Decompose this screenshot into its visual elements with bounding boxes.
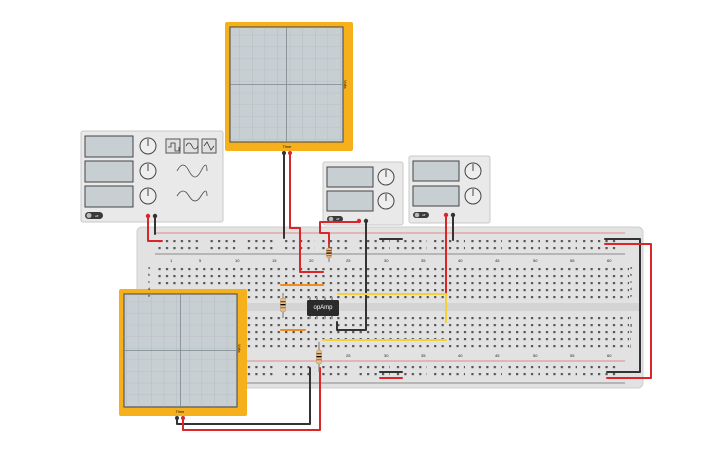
- wire-top-scope-red: [289, 153, 324, 273]
- column-number: 30: [384, 258, 389, 263]
- top-oscilloscope[interactable]: [225, 22, 353, 155]
- column-number: 55: [570, 258, 575, 263]
- fg-toggle-label: off: [95, 214, 99, 218]
- column-number: 60: [607, 353, 612, 358]
- column-number: 60: [607, 258, 612, 263]
- function-generator[interactable]: [80, 130, 224, 223]
- resistor-1[interactable]: [326, 244, 332, 262]
- wire-right-red-loop: [604, 243, 652, 379]
- power-supply-1[interactable]: [322, 161, 404, 226]
- row-letter: a: [148, 265, 151, 270]
- column-number: 35: [421, 353, 426, 358]
- row-letter: h: [630, 329, 633, 334]
- wires[interactable]: [147, 153, 652, 431]
- row-letter: d: [630, 286, 633, 291]
- column-number: 10: [235, 258, 240, 263]
- row-letter: j: [630, 343, 631, 348]
- resistor-3[interactable]: [316, 342, 322, 372]
- fg-display-2: [84, 160, 134, 183]
- column-number: 45: [495, 258, 500, 263]
- wire-bottom-scope-black: [176, 367, 311, 425]
- resistor-2[interactable]: [280, 293, 286, 318]
- row-letter: a: [630, 265, 633, 270]
- top-scope-volts-label: Volts: [343, 80, 348, 89]
- row-letter: e: [148, 293, 151, 298]
- row-letter: b: [148, 272, 151, 277]
- wire-fg-red: [147, 216, 163, 242]
- bottom-scope-time-label: Time: [175, 409, 185, 414]
- row-letter: i: [630, 336, 631, 341]
- row-letter: b: [630, 272, 633, 277]
- wire-bottom-scope-red: [182, 367, 321, 431]
- sine-preview-icon: [176, 164, 208, 178]
- column-number: 40: [458, 258, 463, 263]
- column-number: 50: [533, 353, 538, 358]
- column-number: 40: [458, 353, 463, 358]
- column-number: 55: [570, 353, 575, 358]
- row-letter: e: [630, 293, 633, 298]
- column-number: 45: [495, 353, 500, 358]
- fg-display-1: [84, 135, 134, 158]
- bottom-oscilloscope[interactable]: [119, 289, 247, 420]
- column-number: 25: [346, 353, 351, 358]
- column-number: 20: [309, 258, 314, 263]
- power-supply-2[interactable]: [408, 155, 491, 224]
- top-scope-time-label: Time: [282, 144, 292, 149]
- column-number: 30: [384, 353, 389, 358]
- wire-ps1-black: [336, 221, 367, 331]
- bottom-scope-volts-label: Volts: [237, 344, 242, 353]
- row-letter: c: [148, 279, 150, 284]
- column-number: 1: [170, 258, 173, 263]
- opamp-chip[interactable]: [307, 297, 339, 319]
- row-letter: c: [630, 279, 632, 284]
- opamp-label: opAmp: [313, 305, 333, 311]
- wire-ps1-red: [319, 221, 360, 249]
- wire-right-black-loop: [604, 238, 641, 373]
- ps1-display-1: [326, 166, 374, 188]
- ps1-toggle-label: off: [336, 217, 340, 221]
- sine-preview-icon-2: [176, 190, 208, 202]
- row-letter: d: [148, 286, 151, 291]
- ps2-display-2: [412, 185, 460, 207]
- wire-yellow-1: [337, 293, 447, 323]
- ps2-toggle-label: off: [422, 213, 426, 217]
- centre-channel: [140, 303, 640, 311]
- square-wave-button[interactable]: [165, 138, 181, 154]
- column-number: 15: [272, 258, 277, 263]
- row-letter: g: [630, 322, 633, 327]
- column-number: 50: [533, 258, 538, 263]
- ps1-display-2: [326, 190, 374, 212]
- row-letter: f: [630, 315, 632, 320]
- column-number: 5: [199, 258, 202, 263]
- fg-display-3: [84, 185, 134, 208]
- column-number: 35: [421, 258, 426, 263]
- ps2-display-1: [412, 160, 460, 182]
- column-number: 25: [346, 258, 351, 263]
